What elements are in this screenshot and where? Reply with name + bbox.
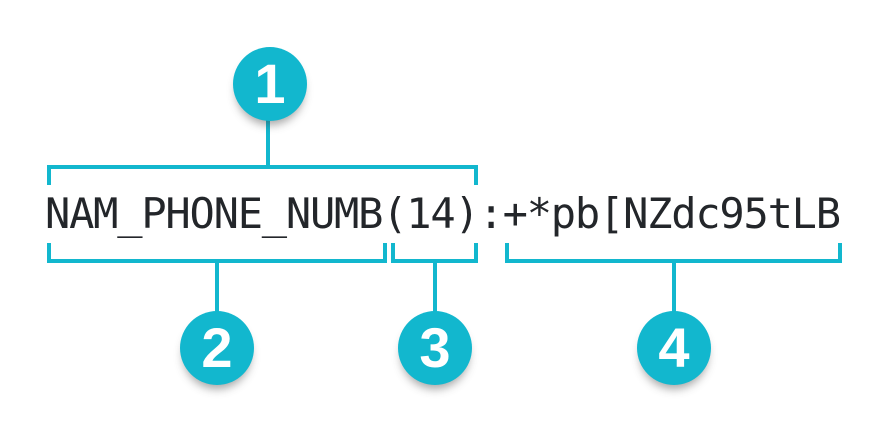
callout-1-badge: 1 [233,47,307,121]
callout-4-number: 4 [658,316,690,379]
callout-1-connector-line [266,110,270,166]
callout-2-connector-line [215,260,219,314]
callout-2-number: 2 [201,316,233,379]
callout-4-badge: 4 [637,311,711,385]
callout-2-badge: 2 [180,311,254,385]
callout-4-connector-line [672,260,676,314]
record-string: NAM_PHONE_NUMB(14):+*pb[NZdc95tLB [45,189,841,238]
callout-3-number: 3 [419,316,451,379]
callout-1-number: 1 [254,52,286,115]
callout-1-bracket [47,165,478,185]
callout-3-connector-line [433,260,437,314]
callout-3-badge: 3 [398,311,472,385]
